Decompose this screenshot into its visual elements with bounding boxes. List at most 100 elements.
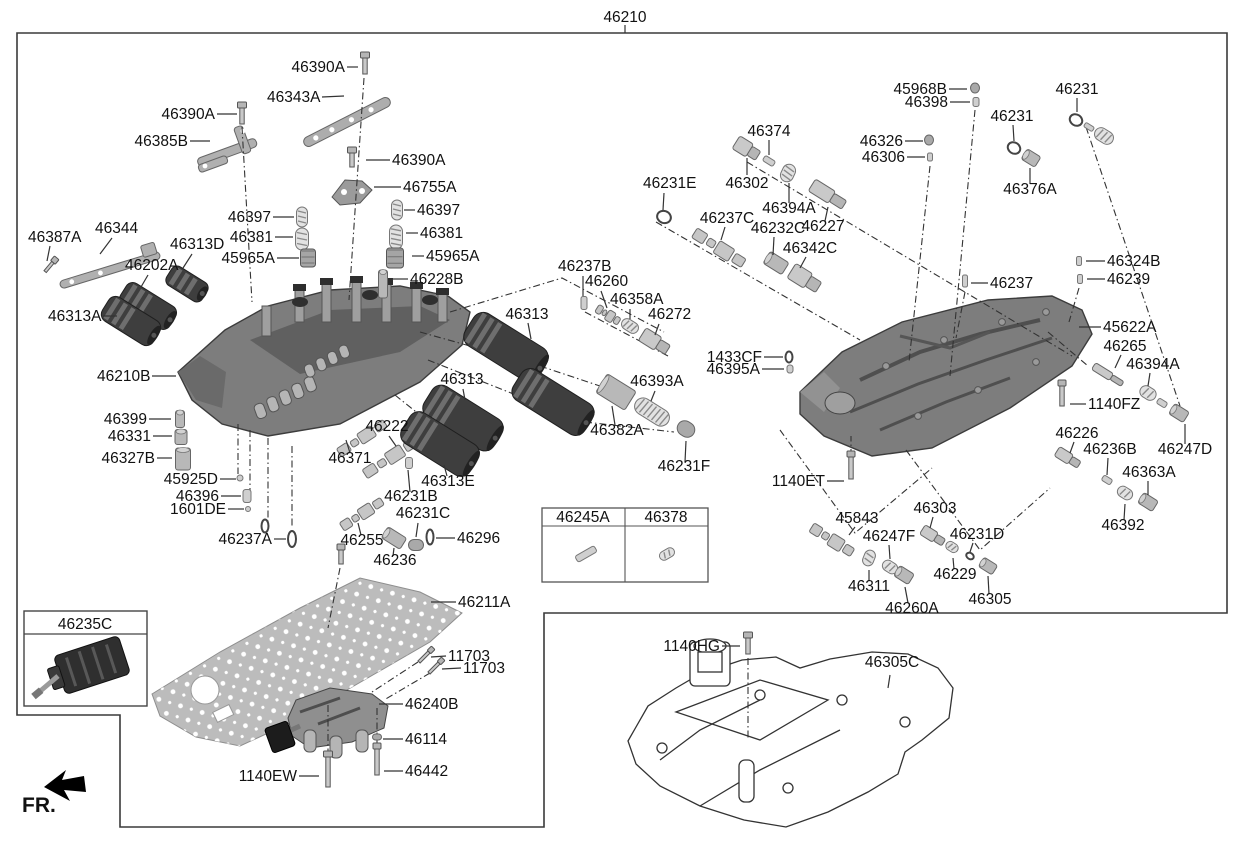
- part-46331: [174, 428, 188, 445]
- table-col2-header: 46378: [644, 509, 687, 526]
- part-number-text: 46442: [405, 763, 448, 780]
- leader-line: [650, 390, 656, 402]
- center-line: [241, 126, 253, 303]
- part-number-text: 46202A: [125, 257, 179, 274]
- part-number-text: 46237: [990, 275, 1033, 292]
- part-46398: [972, 97, 980, 107]
- part-46326: [924, 134, 934, 146]
- part-label-46226: 46226: [1055, 425, 1099, 454]
- part-label-45968B: 45968B: [894, 81, 967, 98]
- part-number-text: 46382A: [590, 422, 644, 439]
- part-label-46326: 46326: [860, 133, 923, 150]
- part-number-text: 46231F: [658, 458, 711, 475]
- leader-line: [99, 237, 113, 255]
- main-border-box: [16, 32, 1228, 828]
- leader-line: [684, 440, 687, 463]
- part-46397: [296, 206, 308, 228]
- small-parts-layer: [43, 51, 1189, 788]
- part-number-text: 46324B: [1107, 253, 1160, 270]
- center-line: [427, 359, 517, 396]
- part-46303: [919, 525, 946, 546]
- part-label-46247D: 46247D: [1158, 424, 1212, 458]
- part-46313E: [400, 411, 481, 477]
- leader-line: [1114, 354, 1122, 369]
- part-label-46237C: 46237C: [700, 210, 754, 241]
- part-number-text: 46342C: [783, 240, 837, 257]
- leader-line: [443, 464, 448, 477]
- part-46239: [1077, 274, 1083, 284]
- part-label-46381: 46381: [230, 229, 293, 246]
- leader-line: [848, 526, 856, 536]
- part-label-46358A: 46358A: [610, 291, 664, 319]
- part-number-text: 46395A: [707, 361, 761, 378]
- part-number-text: 46210B: [97, 368, 150, 385]
- part-46399: [175, 409, 185, 428]
- part-number-text: 46313A: [48, 308, 102, 325]
- part-number-text: 46226: [1055, 425, 1098, 442]
- part-number-text: 46211A: [458, 594, 511, 611]
- leader-line: [904, 586, 909, 604]
- table-col1-header: 46245A: [556, 509, 610, 526]
- part-label-46313: 46313: [440, 371, 484, 401]
- part-number-text: 46114: [405, 731, 447, 748]
- part-number-text: 46326: [860, 133, 903, 150]
- part-number-text: 46387A: [28, 229, 82, 246]
- part-46265: [1091, 363, 1124, 387]
- part-number-text: 46393A: [630, 373, 684, 390]
- part-oring: [260, 518, 270, 534]
- part-spring: [1094, 127, 1114, 145]
- part-number-text: 46255: [340, 532, 383, 549]
- part-label-46313E: 46313E: [421, 464, 475, 490]
- part-46231C: [408, 539, 424, 551]
- leader-line: [662, 192, 665, 211]
- part-number-text: 46240B: [405, 696, 458, 713]
- part-label-1140ET: 1140ET: [772, 473, 844, 490]
- part-45965A: [300, 248, 316, 268]
- part-number-text: 46358A: [610, 291, 664, 308]
- part-number-text: 46260A: [885, 600, 939, 617]
- part-label-46393A: 46393A: [630, 373, 684, 402]
- leader-line: [1147, 372, 1151, 387]
- part-46296: [425, 528, 435, 546]
- part-46237A: [287, 530, 297, 548]
- part-number-text: 46392: [1101, 517, 1144, 534]
- center-line: [746, 161, 1073, 357]
- part-46394A: [779, 163, 797, 183]
- part-number-text: 46397: [417, 202, 460, 219]
- part-1140ET: [846, 450, 856, 480]
- part-46272: [638, 328, 671, 355]
- center-line: [955, 291, 966, 339]
- part-label-46324B: 46324B: [1086, 253, 1160, 270]
- part-label-46382A: 46382A: [590, 405, 644, 439]
- part-label-1140FZ: 1140FZ: [1070, 396, 1140, 413]
- part-label-46305C: 46305C: [865, 654, 919, 689]
- part-46394A: [1139, 385, 1157, 401]
- part-number-text: 1433CF: [707, 349, 762, 366]
- part-number-text: 46210: [603, 9, 646, 26]
- bracket-46305C: [627, 638, 954, 828]
- part-label-46231C: 46231C: [396, 505, 450, 538]
- part-number-text: 46305C: [865, 654, 919, 671]
- part-number-text: 11703: [448, 648, 490, 665]
- part-number-text: 45965A: [222, 250, 276, 267]
- part-11703: [417, 645, 436, 664]
- part-number-text: 46313: [440, 371, 483, 388]
- part-46313A: [100, 295, 162, 347]
- part-label-46114: 46114: [383, 731, 447, 748]
- part-label-46394A: 46394A: [1126, 356, 1180, 387]
- part-number-text: 46296: [457, 530, 500, 547]
- part-number-text: 46260: [585, 273, 628, 290]
- part-label-46231B: 46231B: [384, 469, 438, 505]
- part-46255: [339, 497, 385, 531]
- part-label-45843: 45843: [835, 510, 879, 536]
- part-number-text: 46331: [108, 428, 151, 445]
- part-label-46342C: 46342C: [783, 240, 837, 269]
- inset-box-46235C: 46235C: [23, 610, 148, 707]
- part-number-text: 45843: [835, 510, 878, 527]
- leader-line: [888, 544, 891, 560]
- part-label-46210: 46210: [603, 9, 647, 33]
- leader-line: [462, 388, 466, 401]
- leader-line: [388, 435, 397, 447]
- part-number-text: 46399: [104, 411, 147, 428]
- part-1433CF: [784, 350, 794, 364]
